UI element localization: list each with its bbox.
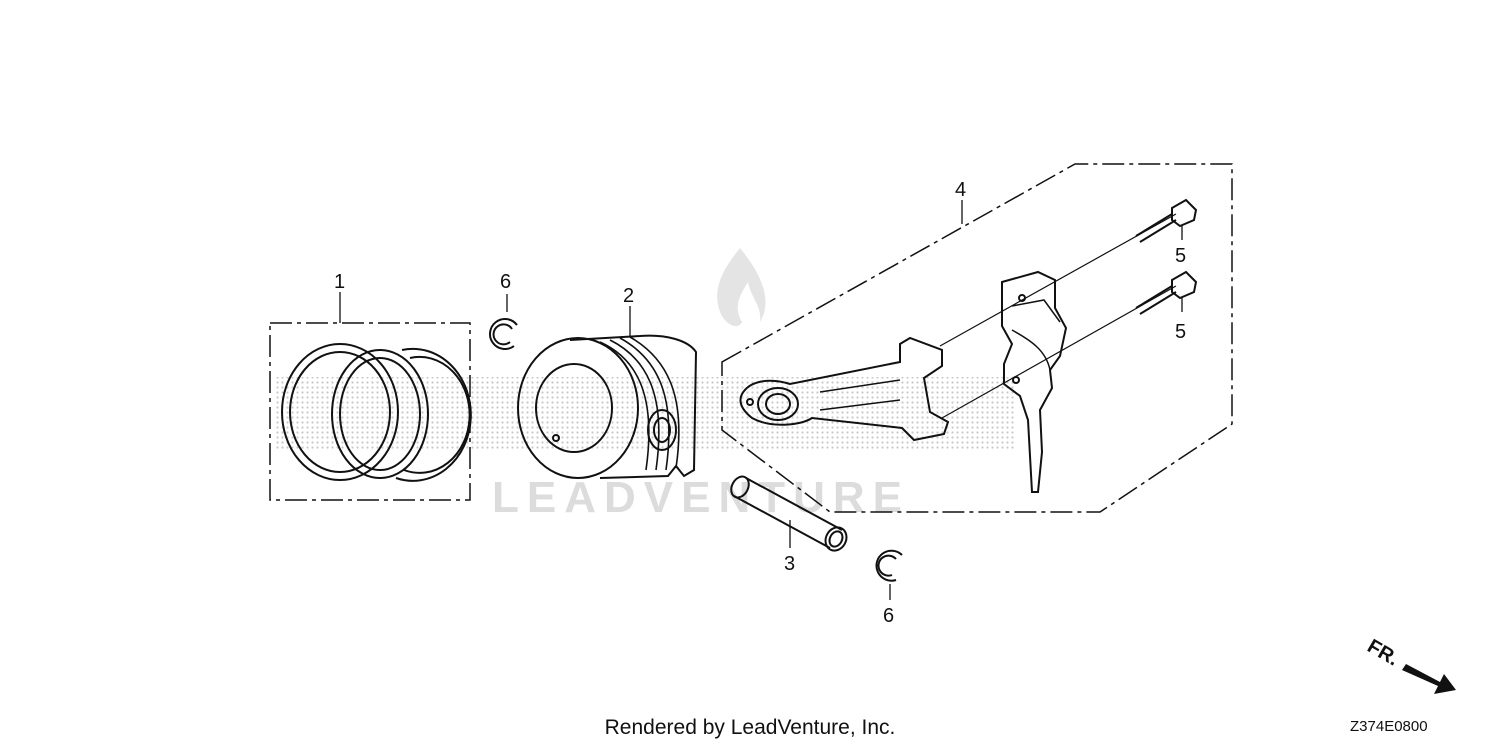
callout-5-upper: 5	[1175, 245, 1186, 267]
piston-pin[interactable]	[728, 474, 851, 555]
watermark-text: LEADVENTURE	[492, 473, 910, 522]
front-label: FR.	[1364, 635, 1403, 670]
piston[interactable]	[517, 306, 698, 479]
connecting-rod-assy[interactable]	[721, 163, 1233, 513]
callout-5-lower: 5	[1175, 321, 1186, 343]
callout-1: 1	[334, 271, 345, 293]
callout-6-lower: 6	[883, 605, 894, 627]
pin-clip-upper[interactable]	[489, 294, 518, 350]
watermark-dot-band	[276, 377, 1016, 449]
watermark-flame-icon	[717, 248, 766, 327]
pin-clip-lower[interactable]	[875, 549, 903, 600]
callout-6-upper: 6	[500, 271, 511, 293]
callout-4: 4	[955, 179, 966, 201]
rendered-by-footer: Rendered by LeadVenture, Inc.	[604, 716, 896, 739]
front-arrow-icon	[1402, 664, 1456, 694]
callout-2: 2	[623, 285, 634, 307]
rod-bolt-lower[interactable]	[1135, 270, 1198, 315]
watermark: LEADVENTURE	[276, 248, 1016, 522]
diagram-code: Z374E0800	[1350, 718, 1428, 735]
rod-bolt-upper[interactable]	[1135, 198, 1198, 243]
rod-assy-box	[721, 163, 1233, 513]
front-direction-arrow: FR.	[1364, 635, 1456, 694]
piston-ring-set[interactable]	[269, 292, 472, 501]
callout-3: 3	[784, 553, 795, 575]
